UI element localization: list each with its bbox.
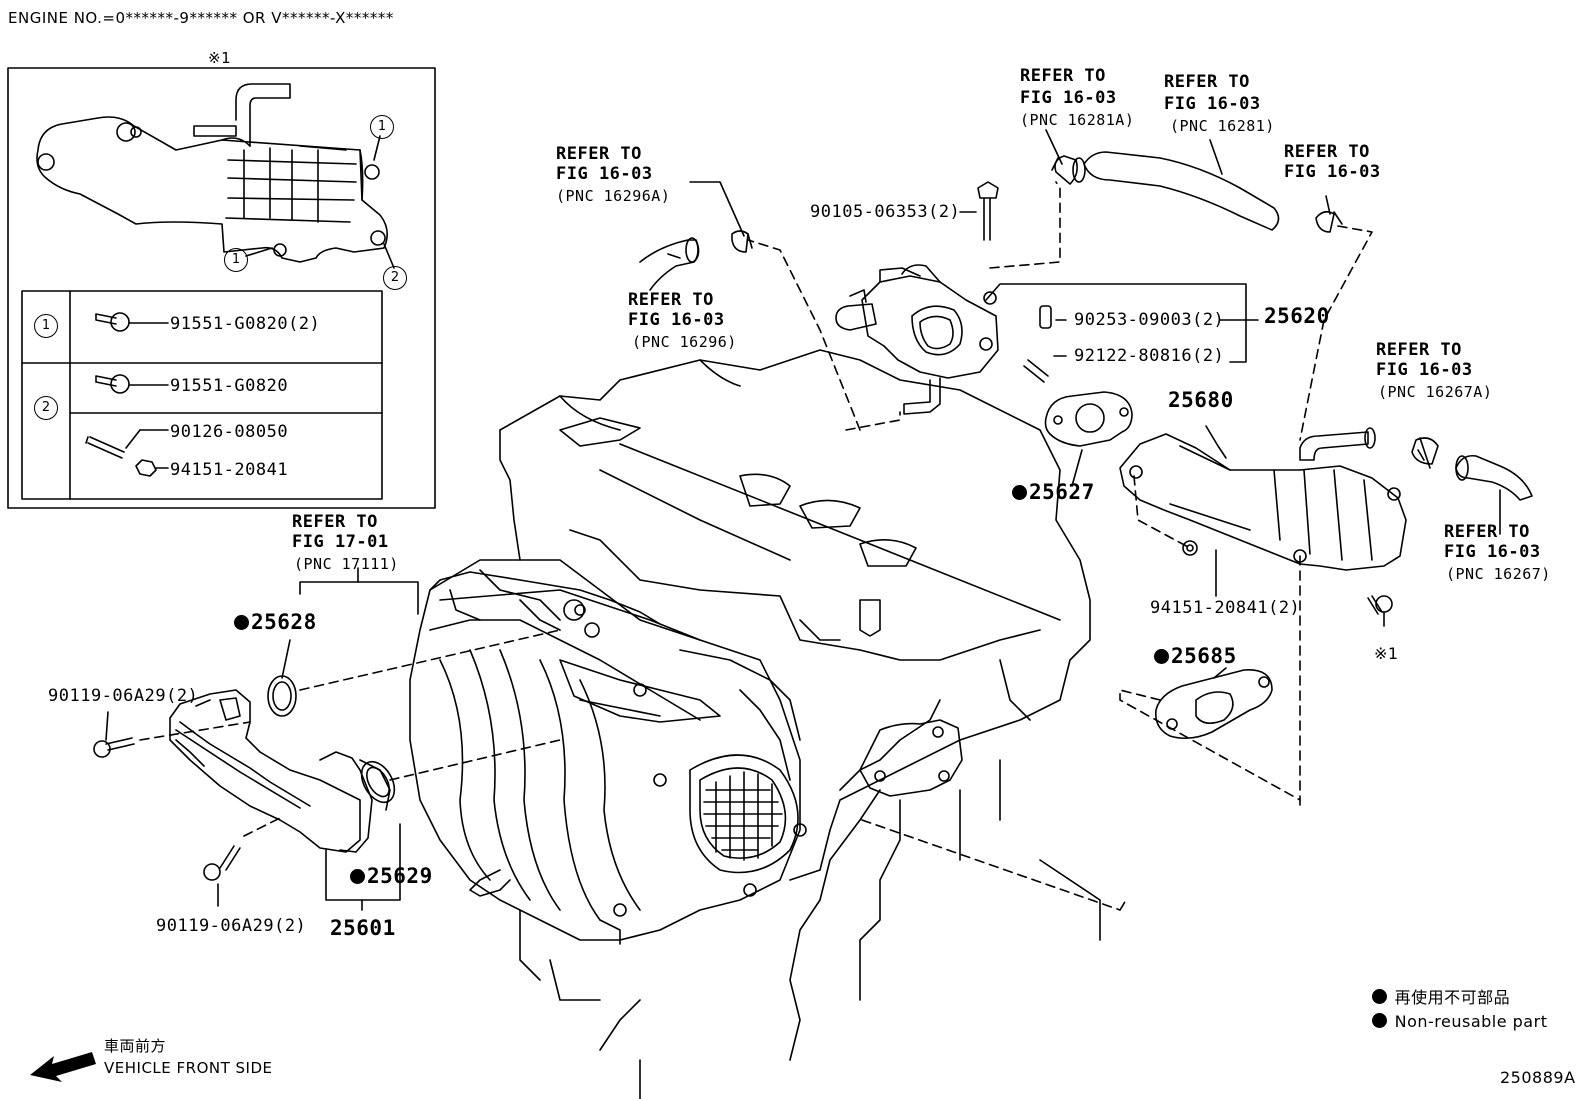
part-90105: 90105-06353(2): [810, 202, 961, 222]
part-marker-1: ※1: [1374, 644, 1399, 663]
non-reusable-dot-icon: [1372, 1013, 1387, 1028]
gaskets-right: [1044, 391, 1273, 740]
part-90253: 90253-09003(2): [1074, 310, 1225, 330]
egr-cooler-drawing: [1119, 427, 1407, 615]
ref-16296A-line3: (PNC 16296A): [556, 187, 671, 205]
inset-callout-2: 2: [383, 266, 407, 290]
non-reusable-dot-icon: [234, 615, 249, 630]
inset-egr-cooler-drawing: [36, 83, 388, 263]
table-part-2a: 91551-G0820: [170, 376, 289, 396]
ref-16281A-line1: REFER TO: [1020, 66, 1106, 86]
inset-leaders: [245, 135, 395, 269]
table-part-2b: 90126-08050: [170, 422, 289, 442]
table-part-2c: 94151-20841: [170, 460, 289, 480]
inset-frame: [7, 67, 436, 509]
gaskets-left: [267, 675, 396, 804]
part-25680: 25680: [1168, 388, 1234, 412]
figure-id: 250889A: [1500, 1068, 1576, 1087]
ref-16267-line1: REFER TO: [1444, 522, 1530, 542]
legend-en: Non-reusable part: [1372, 1012, 1547, 1032]
inset-callout-1a: 1: [370, 115, 394, 139]
direction-jp: 車両前方: [104, 1037, 167, 1055]
ref-16281-line2: FIG 16-03: [1164, 94, 1261, 114]
dashed-assembly-lines: [139, 181, 1373, 911]
part-25628: 25628: [234, 612, 317, 633]
part-94151: 94151-20841(2): [1150, 598, 1301, 618]
leader-lines: [105, 129, 1501, 911]
table-part-1: 91551-G0820(2): [170, 314, 321, 334]
egr-valve-drawing: [835, 264, 999, 415]
ref-16267A-line3: (PNC 16267A): [1378, 383, 1493, 401]
ref-16281A-line2: FIG 16-03: [1020, 88, 1117, 108]
inset-callout-1b: 1: [224, 248, 248, 272]
ref-16281-line1: REFER TO: [1164, 72, 1250, 92]
legend-jp: 再使用不可部品: [1372, 988, 1510, 1008]
direction-en: VEHICLE FRONT SIDE: [104, 1059, 273, 1077]
engine-number-label: ENGINE NO.=0******-9****** OR V******-X*…: [8, 9, 394, 27]
part-90119-top: 90119-06A29(2): [48, 686, 199, 706]
ref-16296-line3: (PNC 16296): [632, 333, 737, 351]
part-25629: 25629: [350, 866, 433, 887]
table-key-1: 1: [34, 314, 58, 338]
vehicle-front-arrow-icon: [30, 1052, 96, 1082]
bolts-left: [93, 737, 241, 881]
part-90119-bottom: 90119-06A29(2): [156, 916, 307, 936]
ref-16281-line3: (PNC 16281): [1170, 117, 1275, 135]
ref-16296-line1: REFER TO: [628, 290, 714, 310]
non-reusable-dot-icon: [1372, 989, 1387, 1004]
non-reusable-dot-icon: [350, 869, 365, 884]
ref-16267A-line1: REFER TO: [1376, 340, 1462, 360]
cylinder-head-outline: [499, 349, 1101, 1099]
ref-16296A-line2: FIG 16-03: [556, 164, 653, 184]
ref-16296-line2: FIG 16-03: [628, 310, 725, 330]
inset-marker: ※1: [208, 49, 232, 67]
non-reusable-dot-icon: [1012, 485, 1027, 500]
part-25685: 25685: [1154, 646, 1237, 667]
part-25627: 25627: [1012, 482, 1095, 503]
ref-17111-line1: REFER TO: [292, 512, 378, 532]
ref-16281A-line3: (PNC 16281A): [1020, 111, 1135, 129]
ref-16267A-line2: FIG 16-03: [1376, 360, 1473, 380]
egr-pipe-drawing: [169, 689, 391, 853]
non-reusable-dot-icon: [1154, 649, 1169, 664]
ref-plain-line1: REFER TO: [1284, 142, 1370, 162]
ref-16267-line3: (PNC 16267): [1446, 565, 1551, 583]
egr-valve-fasteners: [977, 181, 1052, 383]
part-92122: 92122-80816(2): [1074, 346, 1225, 366]
ref-plain-line2: FIG 16-03: [1284, 162, 1381, 182]
ref-17111-line3: (PNC 17111): [294, 555, 399, 573]
intake-manifold-drawing: [409, 559, 807, 945]
table-key-2: 2: [34, 396, 58, 420]
hoses-and-clamps: [639, 151, 1533, 501]
part-25620: 25620: [1264, 304, 1330, 328]
inset-fasteners: [85, 312, 169, 477]
ref-17111-line2: FIG 17-01: [292, 532, 389, 552]
part-25601: 25601: [330, 916, 396, 940]
ref-16267-line2: FIG 16-03: [1444, 542, 1541, 562]
ref-16296A-line1: REFER TO: [556, 144, 642, 164]
